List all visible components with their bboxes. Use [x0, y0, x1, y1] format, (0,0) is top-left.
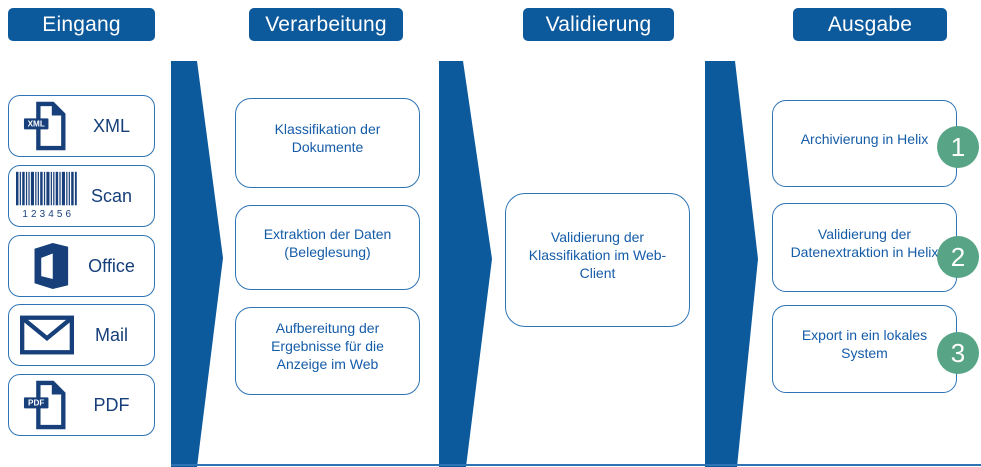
step-number-badge-1: 1: [937, 126, 979, 168]
column-header-ausgabe: Ausgabe: [793, 8, 947, 41]
input-label: Mail: [94, 324, 128, 345]
input-label: XML: [92, 115, 130, 136]
xml-file-icon: XML: [9, 100, 85, 152]
step-number-badge-2: 2: [937, 236, 979, 278]
column-header-verarbeitung: Verarbeitung: [249, 8, 403, 41]
barcode-icon: 123456: [9, 171, 85, 221]
input-label: PDF: [93, 394, 130, 415]
input-label: Office: [88, 255, 135, 276]
step-number-badge-3: 3: [937, 332, 979, 374]
process-step-aufbereitung: Aufbereitung der Ergebnisse für die Anze…: [235, 307, 420, 395]
column-header-eingang: Eingang: [8, 8, 155, 41]
input-box-office: Office: [8, 235, 155, 297]
mail-icon: [9, 315, 85, 355]
flow-arrow-3: [705, 61, 758, 467]
pdf-file-icon: PDF: [9, 379, 85, 431]
input-label: Scan: [90, 185, 133, 206]
process-step-extraktion: Extraktion der Daten (Beleglesung): [235, 205, 420, 290]
input-box-mail: Mail: [8, 304, 155, 366]
input-box-xml: XML XML: [8, 95, 155, 157]
xml-badge-text: XML: [28, 120, 45, 129]
output-step-export: Export in ein lokales System: [772, 305, 957, 393]
process-step-klassifikation: Klassifikation der Dokumente: [235, 98, 420, 188]
validation-step-webclient: Validierung der Klassifikation im Web-Cl…: [505, 193, 690, 327]
flow-arrow-1: [171, 61, 223, 467]
flow-arrow-2: [439, 61, 492, 467]
input-box-pdf: PDF PDF: [8, 374, 155, 436]
barcode-digits: 123456: [22, 209, 74, 220]
office-icon: [9, 241, 85, 291]
input-box-scan: 123456 Scan: [8, 165, 155, 227]
output-step-archivierung: Archivierung in Helix: [772, 100, 957, 187]
column-header-validierung: Validierung: [523, 8, 674, 41]
bottom-divider-line: [171, 464, 981, 466]
pdf-badge-text: PDF: [28, 399, 44, 408]
output-step-validierung: Validierung der Datenextraktion in Helix: [772, 203, 957, 292]
